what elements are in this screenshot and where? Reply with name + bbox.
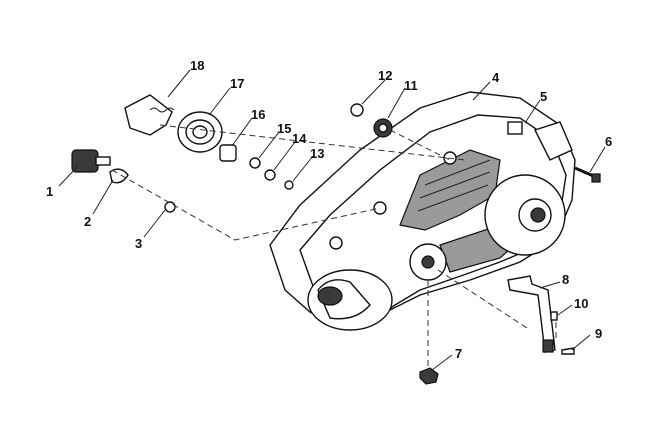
callout-16: 16 <box>251 107 265 122</box>
crankcase-cover <box>269 91 576 331</box>
assembly-line <box>111 169 381 241</box>
kick-lever-8-end <box>542 339 554 353</box>
callout-11: 11 <box>404 78 418 93</box>
lever-18-spring <box>149 107 175 113</box>
callout-17: 17 <box>230 76 244 91</box>
rib-line <box>424 159 491 186</box>
callout-10: 10 <box>574 296 588 311</box>
assembly-line <box>437 269 531 331</box>
rib-line <box>417 184 489 212</box>
bolt-6-head <box>591 173 601 183</box>
leader-lines <box>58 69 606 371</box>
clutch-hub <box>530 207 546 223</box>
cover-ribs <box>399 149 501 231</box>
clip-2 <box>109 168 129 184</box>
mount-boss <box>329 236 343 250</box>
callout-8: 8 <box>562 272 569 287</box>
rib-line <box>419 171 491 199</box>
callout-5: 5 <box>540 89 547 104</box>
vent-cap <box>534 121 573 161</box>
washer-14 <box>264 169 276 181</box>
callout-14: 14 <box>292 131 307 146</box>
callout-6: 6 <box>605 134 612 149</box>
callout-15: 15 <box>277 121 291 136</box>
lever-18 <box>124 94 173 136</box>
starter-drive <box>71 149 111 173</box>
kick-lever-8 <box>507 275 556 353</box>
callout-7: 7 <box>455 346 462 361</box>
callout-18: 18 <box>190 58 204 73</box>
callout-4: 4 <box>492 70 500 85</box>
clip-13 <box>284 180 294 190</box>
callout-9: 9 <box>595 326 602 341</box>
assembly-line <box>389 129 451 161</box>
bushing-16 <box>219 144 237 162</box>
vent-boss <box>507 121 523 135</box>
spring-17-core <box>192 125 208 139</box>
assembly-line <box>159 124 466 161</box>
pin-10 <box>550 311 558 321</box>
kick-shaft <box>421 255 435 269</box>
callout-3: 3 <box>135 236 142 251</box>
oring-12 <box>350 103 364 117</box>
callout-12: 12 <box>378 68 392 83</box>
bearing-11-bore <box>378 123 388 133</box>
washer-15 <box>249 157 261 169</box>
callout-2: 2 <box>84 214 91 229</box>
starter-drive-shaft <box>95 156 111 166</box>
bolt-9 <box>561 347 575 355</box>
callout-1: 1 <box>46 184 53 199</box>
air-duct-opening <box>317 286 343 306</box>
nut-7 <box>419 367 439 385</box>
washer-3 <box>164 201 176 213</box>
callout-13: 13 <box>310 146 324 161</box>
